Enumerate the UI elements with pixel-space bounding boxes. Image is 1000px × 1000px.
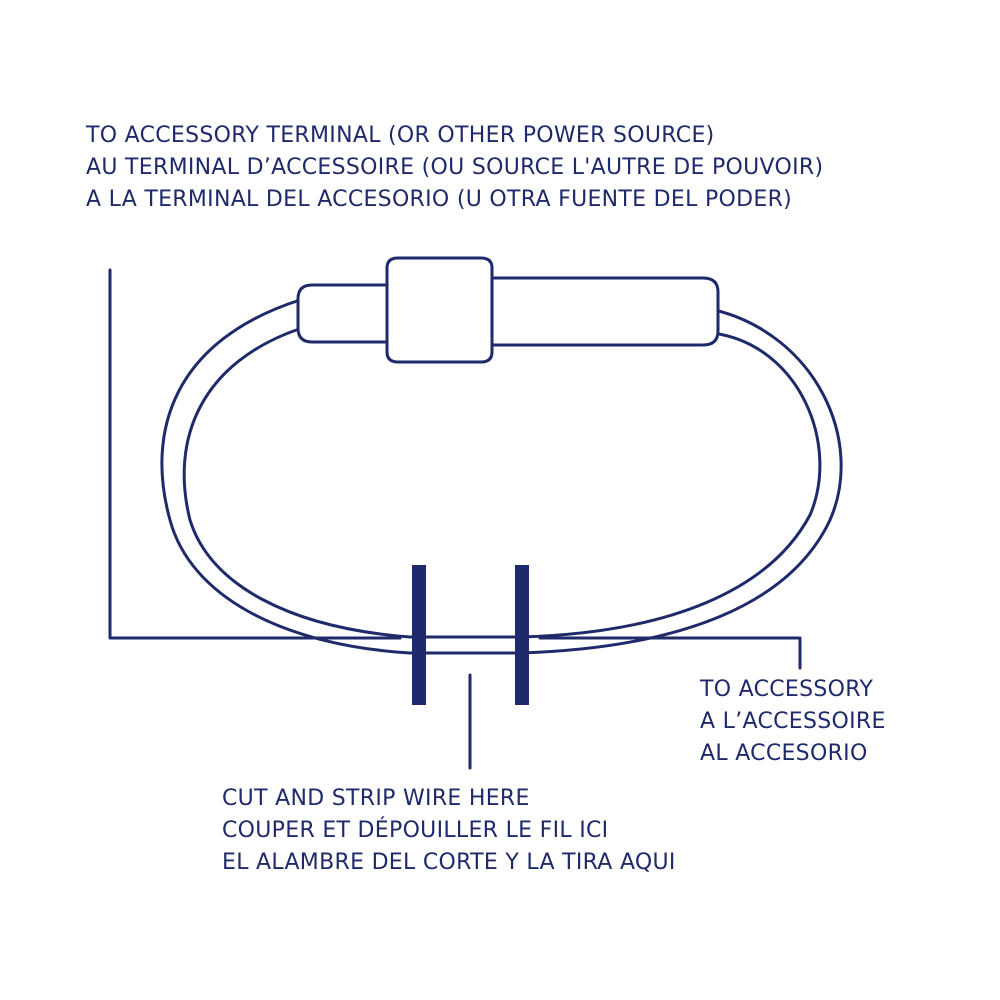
accessory-label-fr: A L’ACCESSOIRE [700,709,886,734]
power-source-leader-line [108,268,402,640]
fuse-holder-nut [385,256,494,364]
accessory-label-es: AL ACCESORIO [700,741,868,766]
cut-mark-left [412,565,426,705]
wire-loop-inner [182,326,822,639]
accessory-label-en: TO ACCESSORY [700,677,874,702]
accessory-label: TO ACCESSORY A L’ACCESSOIRE AL ACCESORIO [700,674,886,770]
accessory-leader-line [538,636,802,670]
cut-mark-right [515,565,529,705]
cut-wire-label-fr: COUPER ET DÉPOUILLER LE FIL ICI [222,818,609,843]
fuse-holder-left-cap [296,283,394,344]
fuse-holder-barrel [485,276,720,347]
power-source-label-es: A LA TERMINAL DEL ACCESORIO (U OTRA FUEN… [86,187,793,212]
power-source-label-fr: AU TERMINAL D’ACCESSOIRE (OU SOURCE L'AU… [86,155,824,180]
cut-wire-label: CUT AND STRIP WIRE HERE COUPER ET DÉPOUI… [222,783,676,879]
cut-wire-label-es: EL ALAMBRE DEL CORTE Y LA TIRA AQUI [222,850,676,875]
power-source-label: TO ACCESSORY TERMINAL (OR OTHER POWER SO… [86,120,823,216]
cut-wire-label-en: CUT AND STRIP WIRE HERE [222,786,530,811]
power-source-label-en: TO ACCESSORY TERMINAL (OR OTHER POWER SO… [86,123,715,148]
